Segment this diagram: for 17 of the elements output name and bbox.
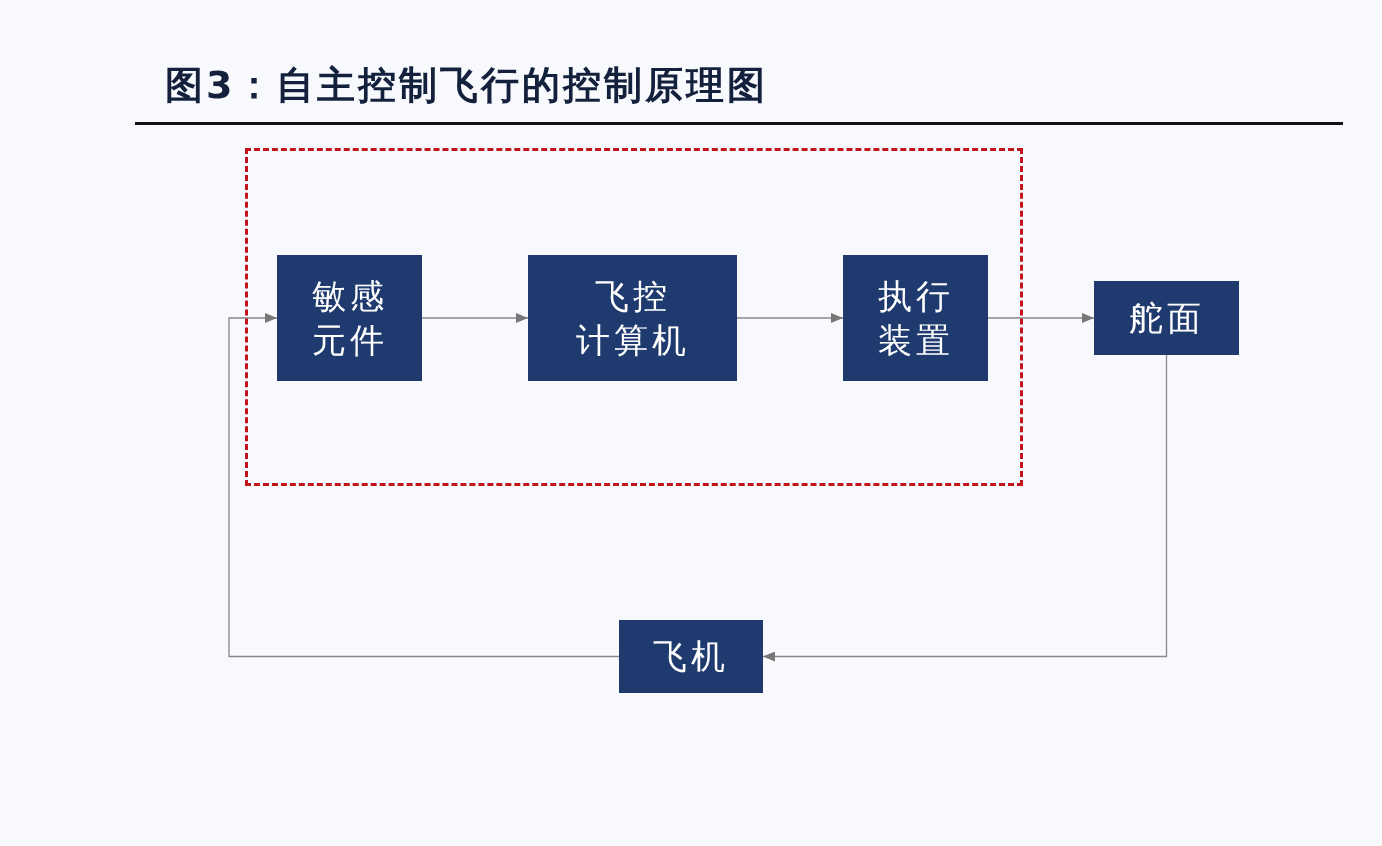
dashed-boundary-box	[245, 148, 1023, 486]
process-box	[1094, 281, 1239, 355]
process-box	[619, 620, 763, 693]
arrow	[987, 313, 1095, 323]
box-label: 舵面	[1128, 296, 1205, 340]
box-label: 执行装置	[877, 274, 954, 362]
box-label: 飞机	[653, 635, 729, 679]
process-box	[843, 255, 988, 381]
arrow	[736, 313, 844, 323]
process-box	[277, 255, 422, 381]
box-label: 敏感元件	[311, 274, 388, 362]
arrow	[228, 313, 620, 658]
arrow	[762, 354, 1168, 662]
arrow	[421, 313, 529, 323]
figure-title: 图3：自主控制飞行的控制原理图	[165, 62, 769, 109]
box-label: 飞控计算机	[575, 274, 690, 362]
process-box	[528, 255, 737, 381]
